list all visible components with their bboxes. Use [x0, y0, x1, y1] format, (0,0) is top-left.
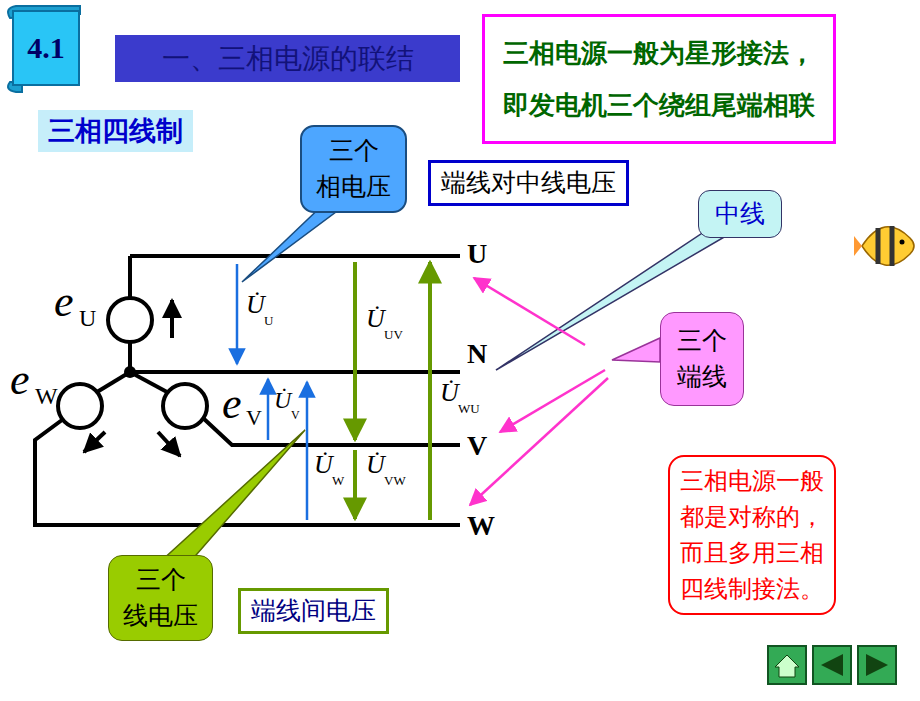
wire-u: [130, 254, 460, 258]
back-icon: [821, 654, 843, 676]
symbol-label: U̇: [246, 292, 265, 318]
phase-voltage-arrow: [267, 379, 270, 440]
callout-bubble: 三个 线电压: [108, 555, 213, 641]
phase-voltage-arrow: [236, 264, 239, 364]
wire: [128, 256, 132, 298]
note-box: 三相电源一般为星形接法， 即发电机三个绕组尾端相联: [482, 14, 836, 144]
fish-body: [862, 227, 914, 266]
terminal-label: V: [467, 432, 487, 460]
wire-w: [35, 420, 460, 525]
emf-arrows: [84, 300, 180, 456]
sources: [58, 298, 207, 428]
pointer-arrow: [470, 378, 608, 505]
symbol-label: U̇: [314, 452, 333, 478]
symbol-label: U̇: [274, 388, 291, 412]
box-text: 三相电源一般为星形接法， 即发电机三个绕组尾端相联: [503, 27, 815, 131]
wire-v: [203, 418, 460, 445]
source-eu: [108, 298, 152, 342]
symbol-label: e: [222, 382, 242, 426]
callout-bubble: 三个 端线: [660, 312, 744, 406]
forward-icon: [866, 654, 888, 676]
symbol-label: V: [291, 409, 300, 421]
emf-arrow: [158, 432, 180, 456]
callout-bubble: 中线: [698, 190, 782, 238]
star-point: [124, 366, 136, 378]
line-voltage-arrow: [353, 262, 357, 440]
symbol-label: e: [54, 280, 74, 324]
pointer-arrow: [474, 278, 585, 345]
terminal-pointers: [470, 278, 608, 505]
box-text: 端线对中线电压: [441, 166, 616, 200]
symbol-label: W: [35, 384, 58, 408]
symbol-label: UV: [384, 328, 403, 341]
title-band: 一、三相电源的联结: [115, 35, 460, 82]
symbol-label: U̇: [366, 452, 385, 478]
wire: [130, 372, 167, 392]
symbol-label: U̇: [366, 306, 385, 332]
terminal-label: N: [467, 340, 487, 368]
section-number: 4.1: [12, 10, 80, 86]
line-voltage-arrow: [428, 262, 432, 520]
nav-buttons: [768, 646, 896, 684]
symbol-label: VW: [384, 474, 406, 487]
callout-pointer: [612, 338, 660, 362]
wire-n: [130, 370, 460, 374]
heading-box: 三相四线制: [38, 110, 193, 152]
symbol-label: WU: [458, 402, 480, 415]
terminal-label: U: [467, 240, 487, 268]
symbol-label: U̇: [440, 380, 459, 406]
definition-box: 端线对中线电压: [428, 160, 629, 206]
box-text: 三个 相电压: [316, 133, 391, 205]
phase-voltage-arrow: [306, 382, 309, 520]
symbol-label: e: [10, 358, 30, 402]
forward-button: [858, 646, 896, 684]
source-ev: [163, 384, 207, 428]
line-voltage-arrow: [353, 450, 357, 519]
callout-pointer: [160, 430, 305, 562]
fish-stripes: [878, 226, 892, 266]
home-icon: [775, 655, 799, 677]
box-text: 4.1: [14, 12, 78, 84]
box-text: 中线: [715, 197, 765, 231]
symbol-label: W: [332, 474, 344, 487]
emf-arrow: [84, 432, 105, 452]
box-text: 三个 线电压: [123, 562, 198, 634]
slide-title: 一、三相电源的联结: [115, 35, 460, 82]
box-text: 三相电源一般 都是对称的， 而且多用三相 四线制接法。: [680, 463, 824, 607]
definition-box: 端线间电压: [238, 588, 389, 634]
fish-tail: [854, 236, 862, 256]
voltage-arrows: [237, 262, 430, 520]
fish-eye: [900, 240, 905, 245]
symbol-label: U: [79, 306, 96, 330]
box-text: 端线间电压: [251, 594, 376, 628]
back-button: [813, 646, 851, 684]
symbol-label: V: [246, 407, 262, 429]
pointer-arrow: [500, 370, 605, 432]
terminal-label: W: [467, 512, 495, 540]
note-box: 三相电源一般 都是对称的， 而且多用三相 四线制接法。: [668, 455, 836, 615]
home-button: [768, 646, 806, 684]
callout-bubble: 三个 相电压: [300, 125, 407, 213]
fish-icon: [854, 226, 914, 266]
emf-arrow: [170, 300, 174, 338]
symbol-label: U: [264, 314, 273, 327]
source-ew: [58, 384, 102, 428]
box-text: 三个 端线: [677, 323, 727, 395]
box-text: 三相四线制: [48, 113, 183, 149]
